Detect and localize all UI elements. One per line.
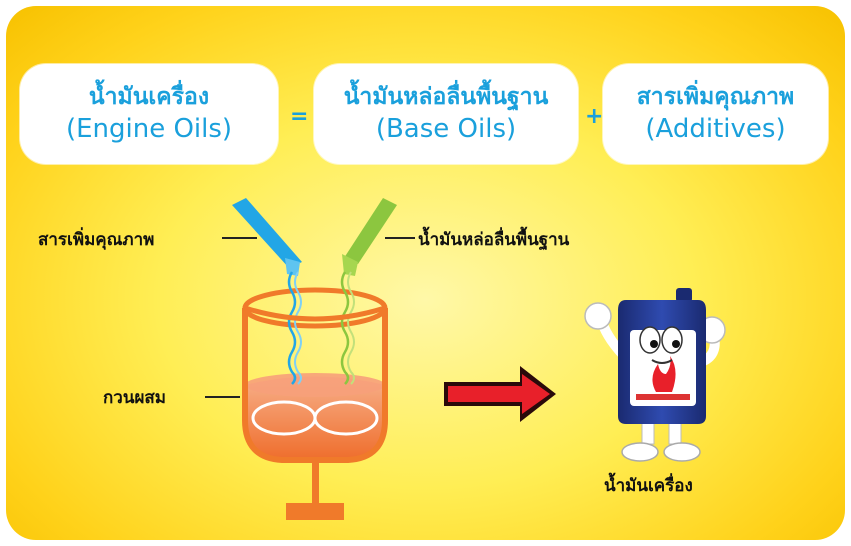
base-oil-label: น้ำมันหล่อลื่นพื้นฐาน [418,230,570,250]
engine-oils-english: (Engine Oils) [65,114,233,144]
equals-sign: = [290,104,309,129]
base-oil-tube [342,198,397,276]
base-oils-thai: น้ำมันหล่อลื่นพื้นฐาน [343,84,549,110]
additive-tube [232,198,302,276]
additives-box: สารเพิ่มคุณภาพ (Additives) [603,64,828,164]
mixing-tank [242,271,388,520]
engine-oil-label: น้ำมันเครื่อง [604,476,693,496]
additives-english: (Additives) [645,114,786,144]
additives-label: สารเพิ่มคุณภาพ [38,230,155,250]
engine-oils-thai: น้ำมันเครื่อง [88,84,210,110]
base-oils-english: (Base Oils) [375,114,517,144]
base-oils-box: น้ำมันหล่อลื่นพื้นฐาน (Base Oils) [314,64,578,164]
plus-sign: + [585,104,604,129]
mixer-label: กวนผสม [103,388,167,408]
engine-oils-box: น้ำมันเครื่อง (Engine Oils) [20,64,278,164]
right-arrow-icon [444,366,556,422]
additives-thai: สารเพิ่มคุณภาพ [636,84,795,110]
oil-bottle-mascot-icon [584,288,726,462]
